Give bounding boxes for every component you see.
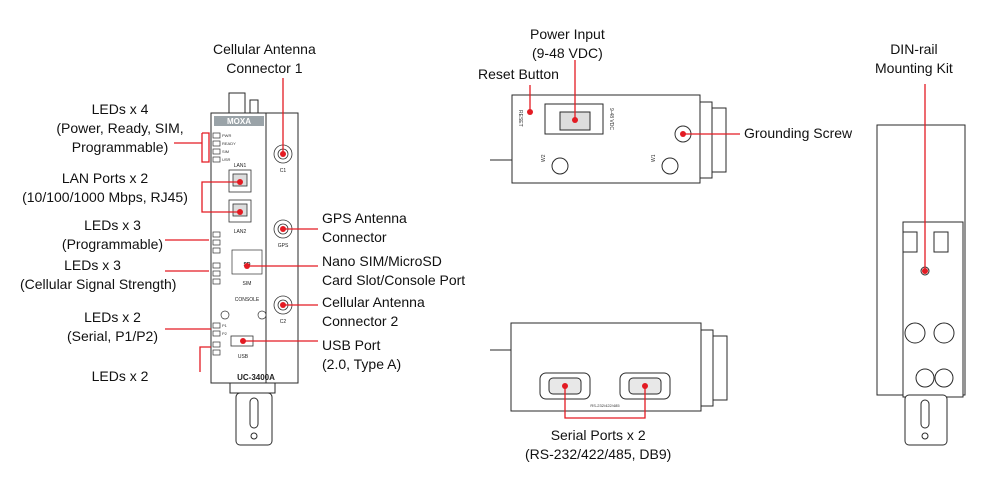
led-label-pwr: PWR (222, 133, 231, 138)
leds-cellular (212, 262, 221, 285)
callout-leds-x4: LEDs x 4 (Power, Ready, SIM, Programmabl… (56, 101, 184, 155)
callout-leds-x2: LEDs x 2 (91, 368, 149, 384)
sim-label: SIM (243, 281, 252, 287)
callout-din-rail: DIN-rail Mounting Kit (875, 41, 953, 76)
callout-usb: USB Port (2.0, Type A) (322, 337, 402, 372)
callout-cellular-antenna-2: Cellular Antenna Connector 2 (322, 294, 425, 329)
led-label-p1: P1 (222, 323, 228, 328)
callout-cellular-antenna-1: Cellular Antenna Connector 1 (213, 41, 316, 76)
led-label-p2: P2 (222, 331, 228, 336)
bottom-view-device (490, 322, 728, 412)
callout-gps: GPS Antenna Connector (322, 210, 407, 245)
led-label-ready: READY (222, 141, 236, 146)
screw-left (220, 310, 230, 320)
moxa-logo: MOXA (227, 117, 251, 126)
gps-label: GPS (278, 243, 289, 249)
rs-label: RS-232/422/485 (590, 403, 620, 408)
w2-label: W2 (541, 154, 547, 162)
brand-bar (214, 116, 264, 126)
leds-programmable (212, 231, 221, 254)
lan2-label: LAN2 (234, 229, 247, 235)
front-view-device (210, 92, 299, 446)
led-label-sim: SIM (222, 149, 229, 154)
leds-serial (212, 322, 221, 356)
c2-label: C2 (280, 319, 287, 325)
callout-lan-ports: LAN Ports x 2 (10/100/1000 Mbps, RJ45) (22, 170, 188, 205)
callout-sim: Nano SIM/MicroSD Card Slot/Console Port (322, 253, 466, 288)
usb-label: USB (238, 354, 249, 360)
callout-power: Power Input (9-48 VDC) (530, 26, 605, 61)
w1-label: W1 (651, 154, 657, 162)
leds-power-group (212, 132, 221, 163)
callout-leds-x2-serial: LEDs x 2 (Serial, P1/P2) (66, 309, 159, 344)
lan-ports (228, 169, 252, 223)
c1-label: C1 (280, 168, 287, 174)
led-label-usr: USR (222, 157, 231, 162)
sim-slot-cover (231, 249, 263, 275)
callout-reset: Reset Button (478, 66, 559, 82)
callout-leds-x3-cellular: LEDs x 3 (Cellular Signal Strength) (20, 257, 177, 292)
top-view-device (490, 94, 727, 184)
lan1-label: LAN1 (234, 163, 247, 169)
side-view-device (876, 124, 966, 446)
vin-label: 9-48 VDC (608, 108, 614, 130)
console-label: CONSOLE (235, 297, 260, 303)
callout-lines (165, 60, 926, 419)
callout-ground: Grounding Screw (744, 125, 853, 141)
model-label: UC-3400A (237, 373, 275, 382)
reset-label: RESET (517, 110, 523, 127)
callout-leds-x3-programmable: LEDs x 3 (Programmable) (61, 217, 164, 252)
callout-dots (237, 109, 928, 389)
screw-right (257, 310, 267, 320)
callout-serial: Serial Ports x 2 (RS-232/422/485, DB9) (525, 427, 672, 462)
